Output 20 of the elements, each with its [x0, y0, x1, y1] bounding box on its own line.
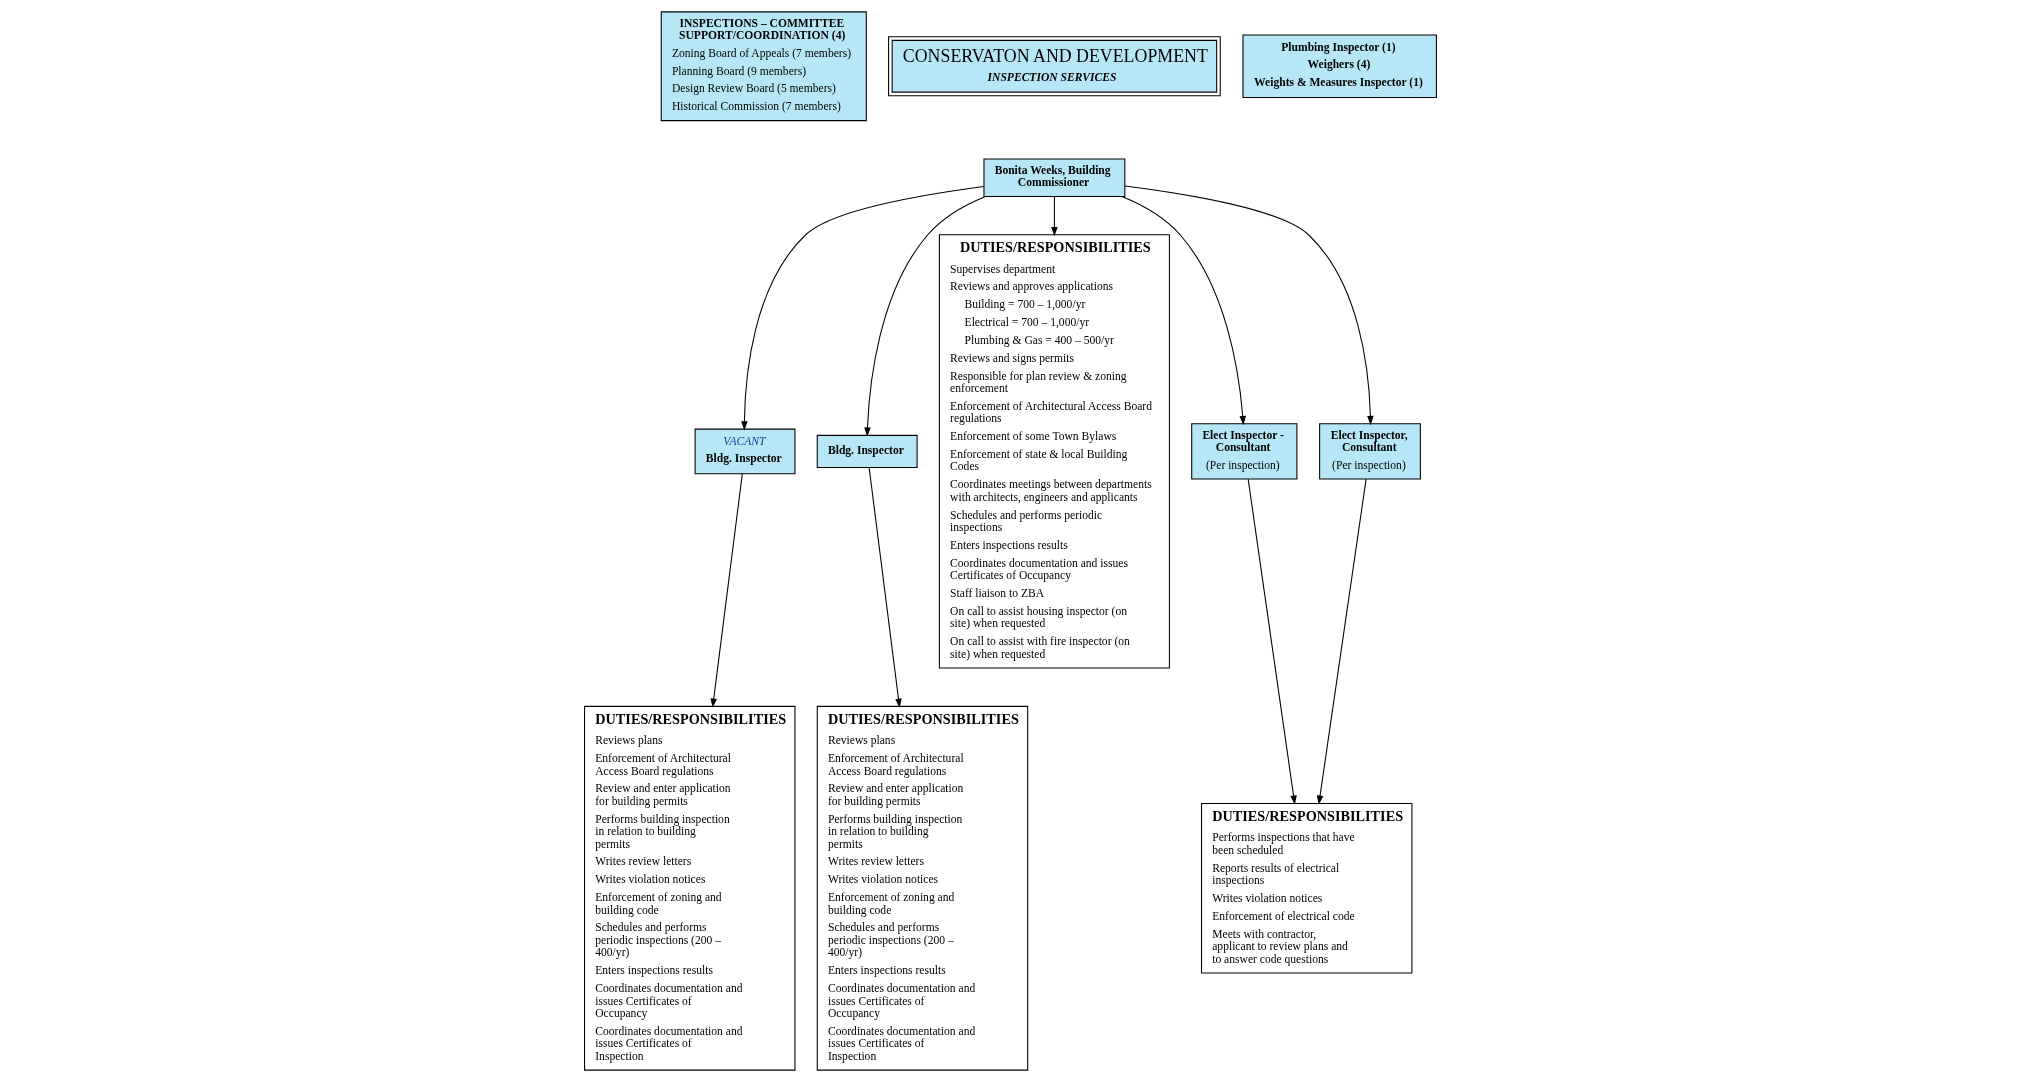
node-box: VACANT Bldg. Inspector: [694, 428, 795, 475]
node-box: DUTIES/RESPONSIBILITIES Supervises department Reviews and approves applications Building = 700 – 1,000/yr Electrical = 700 – 1,000/yr Plumbing & Gas = 400 – 500/yr Reviews and signs permits Responsible for plan review & zoning enforcement Enforcement of Architectural Access Board regulations Enforcement of some Town Bylaws Enforcement of state & local Building Codes Coordinates meetings between departments with architects, engineers and applicants Schedules and performs periodic inspections Enters inspections results Coordinates documentation and issues Certificates of Occupancy Staff liaison to ZBA On call to assist housing inspector (on site) when requested On call to assist with fire inspector (on site) when requested: [938, 234, 1170, 669]
arrow: [868, 467, 902, 708]
arrow: [863, 196, 986, 437]
arrow: [1050, 195, 1058, 237]
node-box: Elect Inspector, Consultant (Per inspection): [1318, 423, 1421, 480]
node-box: Bldg. Inspector: [816, 434, 918, 468]
node-box: Plumbing Inspector (1) Weighers (4) Weights & Measures Inspector (1): [1241, 34, 1437, 98]
node-box: Elect Inspector - Consultant (Per inspection): [1190, 423, 1297, 480]
arrow: [1247, 478, 1297, 805]
node-box: DUTIES/RESPONSIBILITIES Reviews plans Enforcement of Architectural Access Board regulations Review and enter application for building permits Performs building inspection in relation to building permits Writes review letters Writes violation notices Enforcement of zoning and building code Schedules and performs periodic inspections (200 – 400/yr) Enters inspections results Coordinates documentation and issues Certificates of Occupancy Coordinates documentation and issues Certificates of Inspection: [816, 705, 1028, 1071]
arrow: [740, 185, 984, 431]
arrow: [710, 473, 743, 708]
node-box: Bonita Weeks, Building Commissioner: [982, 158, 1125, 197]
node-box: INSPECTIONS – COMMITTEE SUPPORT/COORDINATION (4) Zoning Board of Appeals (7 members) Planning Board (9 members) Design Review Board (5 members) Historical Commission (7 members): [660, 11, 867, 122]
node-box: DUTIES/RESPONSIBILITIES Performs inspections that have been scheduled Reports results of electrical inspections Writes violation notices Enforcement of electrical code Meets with contractor, applicant to review plans and to answer code questions: [1200, 803, 1412, 974]
node-box: DUTIES/RESPONSIBILITIES Reviews plans Enforcement of Architectural Access Board regulations Review and enter application for building permits Performs building inspection in relation to building permits Writes review letters Writes violation notices Enforcement of zoning and building code Schedules and performs periodic inspections (200 – 400/yr) Enters inspections results Coordinates documentation and issues Certificates of Occupancy Coordinates documentation and issues Certificates of Inspection: [583, 705, 795, 1071]
arrow: [1123, 185, 1374, 426]
arrow: [1316, 478, 1367, 805]
arrow: [1120, 195, 1246, 426]
